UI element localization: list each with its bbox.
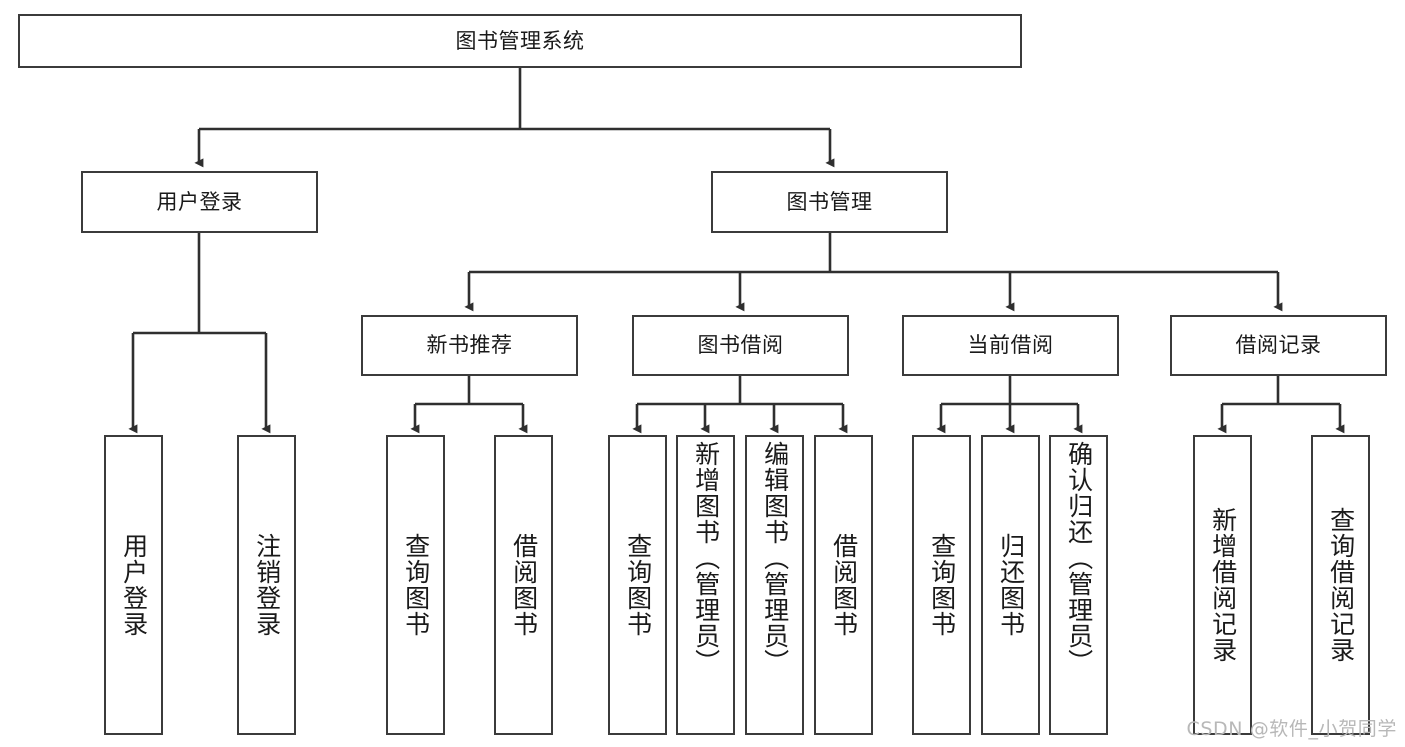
node-leaf-edit-book[interactable]: 编辑图书（管理员） (745, 435, 804, 735)
node-leaf-query-record[interactable]: 查询借阅记录 (1311, 435, 1370, 735)
csdn-watermark: CSDN @软件_小贺同学 (1186, 718, 1397, 740)
node-leaf-logout[interactable]: 注销登录 (237, 435, 296, 735)
node-leaf-query-book-2[interactable]: 查询图书 (608, 435, 667, 735)
node-leaf-edit-book-label: 编辑图书（管理员） (760, 441, 790, 675)
node-leaf-add-record[interactable]: 新增借阅记录 (1193, 435, 1252, 735)
node-leaf-query-record-label: 查询借阅记录 (1326, 507, 1356, 663)
node-leaf-query-book-3-label: 查询图书 (927, 533, 957, 637)
node-borrow-record[interactable]: 借阅记录 (1170, 315, 1387, 376)
node-leaf-borrow-book-2-label: 借阅图书 (829, 533, 859, 637)
node-leaf-query-book-3[interactable]: 查询图书 (912, 435, 971, 735)
node-book-manage-label: 图书管理 (786, 189, 873, 214)
node-root-label: 图书管理系统 (455, 28, 585, 53)
node-current-borrow[interactable]: 当前借阅 (902, 315, 1119, 376)
node-leaf-query-book-1-label: 查询图书 (401, 533, 431, 637)
node-leaf-confirm-return[interactable]: 确认归还（管理员） (1049, 435, 1108, 735)
node-book-borrow[interactable]: 图书借阅 (632, 315, 849, 376)
node-borrow-record-label: 借阅记录 (1235, 333, 1322, 358)
node-leaf-return-book-label: 归还图书 (996, 533, 1026, 637)
node-user-login-label: 用户登录 (156, 189, 243, 214)
node-leaf-query-book-2-label: 查询图书 (623, 533, 653, 637)
node-leaf-add-book-label: 新增图书（管理员） (691, 441, 721, 675)
node-leaf-user-login[interactable]: 用户登录 (104, 435, 163, 735)
node-leaf-add-book[interactable]: 新增图书（管理员） (676, 435, 735, 735)
node-root[interactable]: 图书管理系统 (18, 14, 1022, 68)
node-leaf-confirm-return-label: 确认归还（管理员） (1064, 441, 1094, 675)
node-leaf-borrow-book-1-label: 借阅图书 (509, 533, 539, 637)
node-book-manage[interactable]: 图书管理 (711, 171, 948, 233)
node-new-book-rec[interactable]: 新书推荐 (361, 315, 578, 376)
node-book-borrow-label: 图书借阅 (697, 333, 784, 358)
node-leaf-query-book-1[interactable]: 查询图书 (386, 435, 445, 735)
node-leaf-borrow-book-1[interactable]: 借阅图书 (494, 435, 553, 735)
node-leaf-logout-label: 注销登录 (252, 533, 282, 637)
node-leaf-return-book[interactable]: 归还图书 (981, 435, 1040, 735)
node-new-book-rec-label: 新书推荐 (426, 333, 513, 358)
node-leaf-add-record-label: 新增借阅记录 (1208, 507, 1238, 663)
node-leaf-user-login-label: 用户登录 (119, 533, 149, 637)
node-leaf-borrow-book-2[interactable]: 借阅图书 (814, 435, 873, 735)
node-user-login[interactable]: 用户登录 (81, 171, 318, 233)
node-current-borrow-label: 当前借阅 (967, 333, 1054, 358)
